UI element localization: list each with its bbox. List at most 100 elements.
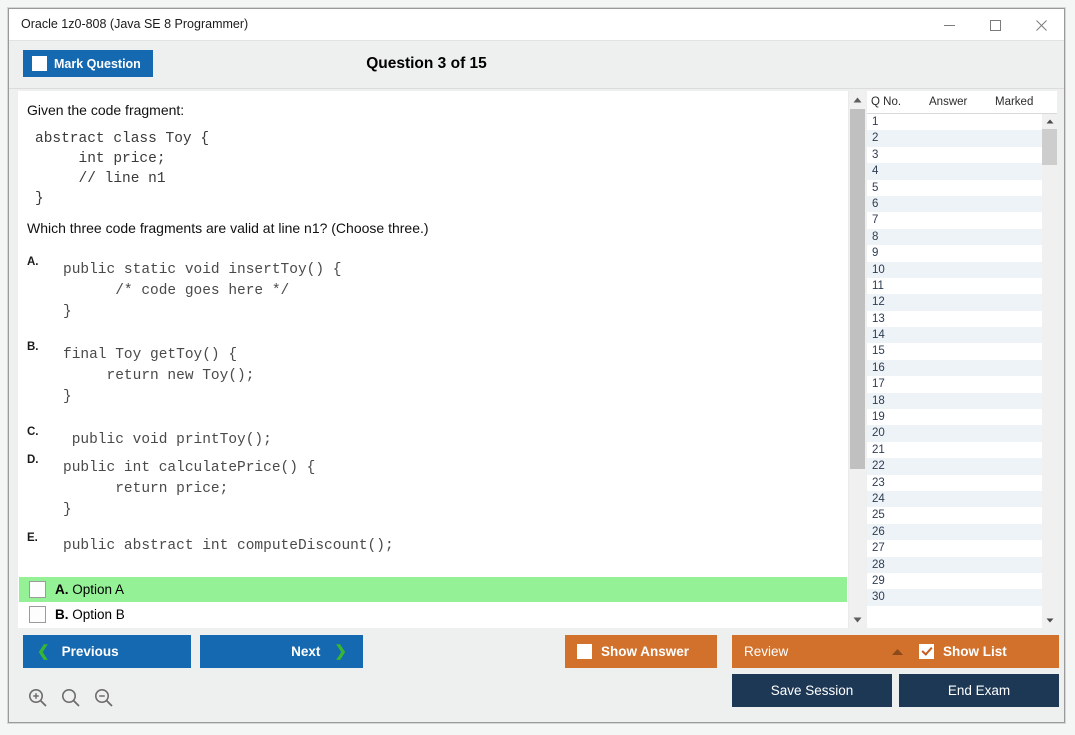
question-list-row[interactable]: 7	[872, 214, 879, 227]
question-list-row[interactable]: 30	[867, 589, 1042, 606]
answer-checkbox-b[interactable]	[29, 606, 46, 623]
question-list-row[interactable]: 26	[867, 523, 1042, 541]
zoom-reset-icon[interactable]	[60, 687, 81, 708]
chevron-down-icon	[853, 617, 862, 622]
question-list-row[interactable]: 6	[867, 195, 1042, 213]
column-header-marked: Marked	[995, 96, 1034, 108]
question-list-row[interactable]: 12	[867, 294, 1042, 311]
question-list-row[interactable]: 8	[867, 228, 1042, 246]
question-prompt: Given the code fragment:	[27, 102, 185, 118]
answer-label-b: B. Option B	[55, 607, 125, 622]
question-list-row[interactable]: 23	[872, 476, 885, 489]
question-list-row[interactable]: 29	[872, 574, 885, 587]
question-list-row[interactable]: 16	[867, 359, 1042, 377]
question-ask: Which three code fragments are valid at …	[27, 220, 429, 236]
question-list-row[interactable]: 18	[867, 392, 1042, 410]
question-list-row[interactable]: 20	[867, 425, 1042, 442]
zoom-out-icon[interactable]	[93, 687, 114, 708]
question-list-row[interactable]: 9	[872, 247, 879, 260]
list-scroll-thumb[interactable]	[1042, 129, 1057, 165]
next-button[interactable]: Next ❯	[200, 635, 363, 668]
question-counter: Question 3 of 15	[366, 55, 487, 72]
previous-button[interactable]: ❮ Previous	[23, 635, 191, 668]
review-label: Review	[744, 644, 789, 659]
zoom-controls	[27, 687, 114, 708]
answer-letter-a: A.	[55, 582, 69, 597]
chevron-up-icon	[853, 97, 862, 102]
answer-label-a: A. Option A	[55, 582, 124, 597]
question-list-header: Q No. Answer Marked	[867, 91, 1057, 114]
question-code-fragment: abstract class Toy { int price; // line …	[35, 131, 210, 207]
chevron-down-icon	[1046, 618, 1053, 623]
scroll-thumb[interactable]	[850, 109, 865, 469]
question-list-row[interactable]: 1	[872, 116, 879, 128]
toolbar: Mark Question Question 3 of 15	[9, 41, 1064, 89]
list-scroll-up-button[interactable]	[1042, 114, 1057, 129]
answer-checkbox-a[interactable]	[29, 581, 46, 598]
chevron-up-icon	[1046, 119, 1053, 124]
choice-b-code: final Toy getToy() { return new Toy(); }	[63, 347, 255, 405]
question-list-row[interactable]: 11	[872, 279, 884, 292]
title-bar: Oracle 1z0-808 (Java SE 8 Programmer)	[9, 9, 1064, 41]
save-session-label: Save Session	[770, 683, 854, 698]
choice-b-letter: B.	[27, 341, 39, 353]
choice-e-letter: E.	[27, 532, 38, 544]
choice-c-code: public void printToy();	[63, 432, 272, 448]
maximize-icon	[989, 19, 1001, 31]
show-answer-checkbox[interactable]	[577, 644, 592, 659]
question-list-row[interactable]: 14	[867, 327, 1042, 344]
chevron-up-icon	[892, 648, 903, 655]
minimize-button[interactable]	[926, 9, 972, 41]
scroll-down-button[interactable]	[849, 611, 866, 628]
question-list-row[interactable]: 28	[867, 556, 1042, 573]
question-list-row[interactable]: 22	[867, 458, 1042, 475]
list-scroll-down-button[interactable]	[1042, 613, 1057, 628]
question-list-row[interactable]: 10	[867, 261, 1042, 278]
show-list-checkbox[interactable]	[919, 644, 934, 659]
question-list-row[interactable]: 15	[872, 345, 885, 358]
end-exam-button[interactable]: End Exam	[899, 674, 1059, 707]
exam-window: Oracle 1z0-808 (Java SE 8 Programmer)	[8, 8, 1065, 723]
mark-question-label: Mark Question	[54, 56, 141, 71]
window-controls	[926, 9, 1064, 41]
next-label: Next	[291, 644, 321, 659]
close-button[interactable]	[1018, 9, 1064, 41]
minimize-icon	[943, 24, 955, 26]
choice-a-code: public static void insertToy() { /* code…	[63, 262, 342, 320]
question-list-row[interactable]: 5	[872, 181, 879, 194]
review-dropdown[interactable]: Review	[732, 635, 916, 668]
choice-c-letter: C.	[27, 426, 39, 438]
show-list-button[interactable]: Show List	[907, 635, 1059, 668]
answer-text-b: Option B	[72, 607, 125, 622]
question-list-row[interactable]: 24	[867, 490, 1042, 508]
question-list-row[interactable]: 19	[872, 411, 885, 424]
save-session-button[interactable]: Save Session	[732, 674, 892, 707]
question-list-row[interactable]: 3	[872, 148, 879, 161]
question-list-row[interactable]: 25	[872, 509, 885, 522]
question-list-row[interactable]: 4	[867, 163, 1042, 180]
answer-row-b[interactable]: B. Option B	[19, 602, 847, 627]
question-list-row[interactable]: 13	[872, 312, 885, 325]
question-list-row[interactable]: 2	[867, 130, 1042, 147]
question-list-row[interactable]: 27	[872, 542, 885, 555]
mark-question-checkbox[interactable]	[32, 56, 47, 71]
question-list-row[interactable]: 21	[872, 443, 885, 456]
answer-letter-b: B.	[55, 607, 69, 622]
answer-text-a: Option A	[72, 582, 125, 597]
maximize-button[interactable]	[972, 9, 1018, 41]
choice-d-code: public int calculatePrice() { return pri…	[63, 460, 316, 518]
scroll-up-button[interactable]	[849, 91, 866, 108]
question-list-row[interactable]: 17	[872, 378, 885, 391]
show-answer-button[interactable]: Show Answer	[565, 635, 717, 668]
column-header-answer: Answer	[929, 96, 968, 108]
answer-row-a[interactable]: A. Option A	[19, 577, 847, 602]
question-list-scrollbar[interactable]	[1042, 114, 1057, 628]
content-scrollbar[interactable]	[848, 91, 866, 628]
zoom-in-icon[interactable]	[27, 687, 48, 708]
close-icon	[1035, 19, 1047, 31]
end-exam-label: End Exam	[947, 683, 1011, 698]
mark-question-button[interactable]: Mark Question	[23, 50, 153, 77]
